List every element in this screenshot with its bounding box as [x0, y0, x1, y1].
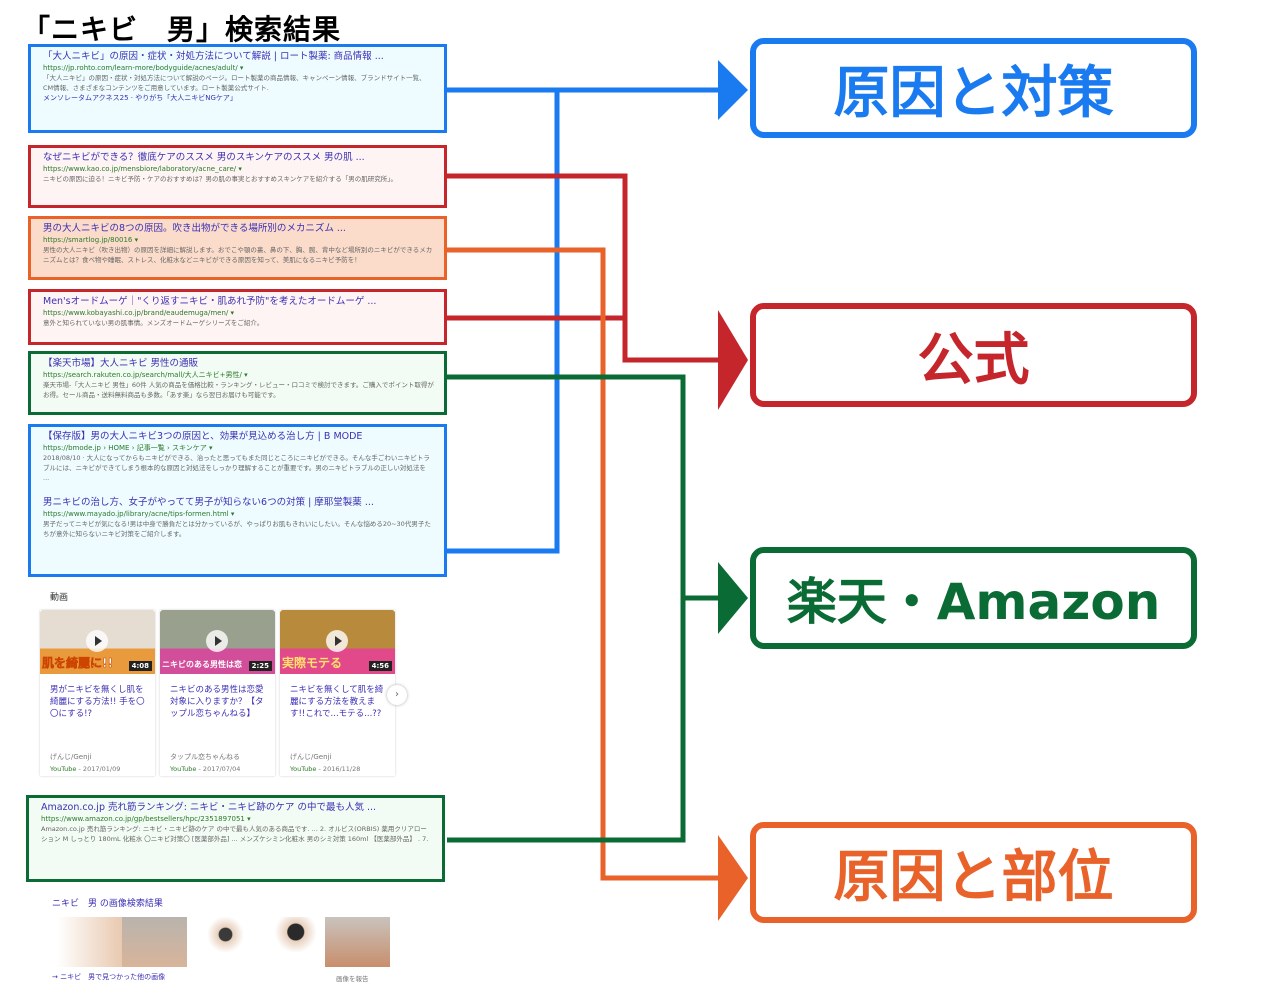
page-title: 「ニキビ 男」検索結果 [22, 13, 342, 46]
result-url: https://bmode.jp › HOME › 記事一覧 › スキンケア ▾ [43, 444, 213, 452]
search-result[interactable]: Men'sオードムーゲ｜"くり返すニキビ・肌あれ予防"を考えたオードムーゲ ..… [28, 289, 447, 345]
video-duration: 4:56 [368, 661, 392, 671]
image-thumbnail[interactable] [193, 917, 258, 967]
thumbnail-text: 実際モテる [282, 656, 343, 670]
arrow-right-icon: → [52, 973, 61, 981]
video-source: YouTube [50, 765, 77, 773]
result-desc: Amazon.co.jp 売れ筋ランキング: ニキビ・ニキビ跡のケア の中で最も… [41, 825, 429, 843]
result-url: https://www.mayado.jp/library/acne/tips-… [43, 510, 235, 518]
result-desc: 2018/08/10 · 大人になってからもニキビができる、治ったと思ってもまた… [43, 454, 430, 482]
video-duration: 2:25 [248, 661, 272, 671]
category-label-rakuten-amazon: 楽天・Amazon [750, 547, 1197, 649]
result-desc: 意外と知られていない男の肌事情。メンズオードムーゲシリーズをご紹介。 [43, 319, 264, 327]
result-title[interactable]: 【保存版】男の大人ニキビ3つの原因と、効果が見込める治し方 | B MODE [43, 431, 363, 442]
image-thumbnail[interactable] [260, 917, 325, 967]
connector-orange [447, 247, 720, 881]
result-url: https://www.kobayashi.co.jp/brand/eaudem… [43, 309, 234, 317]
image-thumbnail[interactable] [122, 917, 187, 967]
thumbnail-text: 肌を綺麗に!! [42, 656, 113, 671]
video-date: - 2017/07/04 [198, 765, 241, 773]
connector-red [447, 173, 720, 363]
video-date: - 2016/11/28 [318, 765, 361, 773]
result-desc: 楽天市場-「大人ニキビ 男性」60件 人気の商品を価格比較・ランキング・レビュー… [43, 381, 434, 399]
arrowhead-blue [718, 60, 748, 120]
category-label-official: 公式 [750, 303, 1197, 407]
result-title[interactable]: なぜニキビができる？徹底ケアのススメ 男のスキンケアのススメ 男の肌 ... [43, 152, 365, 163]
result-title[interactable]: Amazon.co.jp 売れ筋ランキング: ニキビ・ニキビ跡のケア の中で最も… [41, 802, 377, 813]
chevron-right-icon[interactable]: › [387, 685, 407, 705]
search-result[interactable]: なぜニキビができる？徹底ケアのススメ 男のスキンケアのススメ 男の肌 ... h… [28, 145, 447, 208]
video-source: YouTube [170, 765, 197, 773]
video-source: YouTube [290, 765, 317, 773]
result-title[interactable]: 「大人ニキビ」の原因・症状・対処方法について解説 | ロート製薬: 商品情報 .… [43, 51, 384, 62]
arrowhead-orange [718, 835, 748, 921]
video-card[interactable]: 実際モテる 4:56 ニキビを無くして肌を綺麗にする方法を教えます!!これで...… [280, 610, 395, 776]
more-images-label: ニキビ 男で見つかった他の画像 [60, 973, 166, 981]
image-thumbnail[interactable] [57, 917, 122, 967]
connector-blue-2 [447, 90, 560, 554]
video-channel: タップル恋ちゃんねる [170, 753, 240, 761]
category-label-cause-measures: 原因と対策 [750, 38, 1197, 138]
result-title[interactable]: 男の大人ニキビの8つの原因。吹き出物ができる場所別のメカニズム ... [43, 223, 346, 234]
result-sitelinks[interactable]: メンソレータムアクネス25 · やりがち「大人ニキビNGケア」 [43, 94, 237, 102]
result-url: https://search.rakuten.co.jp/search/mall… [43, 371, 248, 379]
result-title[interactable]: 【楽天市場】大人ニキビ 男性の通販 [43, 358, 199, 369]
play-icon [326, 630, 348, 652]
result-title[interactable]: 男ニキビの治し方、女子がやってて男子が知らない6つの対策 | 摩耶堂製薬 ... [43, 497, 374, 508]
video-channel: げんじ/Genji [50, 753, 92, 761]
video-channel: げんじ/Genji [290, 753, 332, 761]
image-thumbnail[interactable] [325, 917, 390, 967]
result-desc: ニキビの原因に迫る！ニキビ予防・ケアのおすすめは？男の肌の事実とおすすめスキンケ… [43, 175, 398, 183]
video-title[interactable]: ニキビを無くして肌を綺麗にする方法を教えます!!これで...モテる...?? [290, 685, 384, 719]
video-date: - 2017/01/09 [78, 765, 121, 773]
play-icon [206, 630, 228, 652]
thumbnail-text: ニキビのある男性は恋愛対象 [162, 660, 242, 669]
result-desc: 男子だってニキビが気になる!男は中身で勝負だとは分かっているが、やっぱりお肌もき… [43, 520, 431, 538]
search-result-group[interactable]: 【保存版】男の大人ニキビ3つの原因と、効果が見込める治し方 | B MODE h… [28, 424, 447, 577]
video-title[interactable]: ニキビのある男性は恋愛対象に入りますか？【タップル恋ちゃんねる】 [170, 685, 264, 719]
play-icon [86, 630, 108, 652]
video-thumbnail[interactable]: ニキビのある男性は恋愛対象 2:25 [160, 610, 275, 674]
arrowhead-green [718, 562, 748, 634]
video-thumbnail[interactable]: 肌を綺麗に!! 4:08 [40, 610, 155, 674]
arrowhead-red [718, 310, 748, 410]
result-desc: 「大人ニキビ」の原因・症状・対処方法について解説のページ。ロート製薬の商品情報、… [43, 74, 426, 92]
video-thumbnail[interactable]: 実際モテる 4:56 [280, 610, 395, 674]
video-duration: 4:08 [128, 661, 152, 671]
category-label-cause-area: 原因と部位 [750, 822, 1197, 923]
video-card[interactable]: ニキビのある男性は恋愛対象 2:25 ニキビのある男性は恋愛対象に入りますか？【タ… [160, 610, 275, 776]
report-images-link[interactable]: 画像を報告 [336, 975, 369, 983]
result-desc: 男性の大人ニキビ（吹き出物）の原因を詳細に解説します。おでこや顎の裏、鼻の下、胸… [43, 246, 433, 264]
more-images-link[interactable]: → ニキビ 男で見つかった他の画像 [52, 972, 165, 982]
search-result[interactable]: 【楽天市場】大人ニキビ 男性の通販 https://search.rakuten… [28, 351, 447, 415]
search-result[interactable]: 男の大人ニキビの8つの原因。吹き出物ができる場所別のメカニズム ... http… [28, 216, 447, 280]
connector-green [447, 374, 686, 843]
result-title[interactable]: Men'sオードムーゲ｜"くり返すニキビ・肌あれ予防"を考えたオードムーゲ ..… [43, 296, 377, 307]
result-url: https://www.kao.co.jp/mensbiore/laborato… [43, 165, 242, 173]
search-result[interactable]: 「大人ニキビ」の原因・症状・対処方法について解説 | ロート製薬: 商品情報 .… [28, 44, 447, 133]
video-card[interactable]: 肌を綺麗に!! 4:08 男がニキビを無くし肌を綺麗にする方法!! 手を〇〇にする… [40, 610, 155, 776]
search-result[interactable]: Amazon.co.jp 売れ筋ランキング: ニキビ・ニキビ跡のケア の中で最も… [26, 795, 445, 882]
videos-heading: 動画 [50, 593, 69, 603]
result-url: https://smartlog.jp/80016 ▾ [43, 236, 139, 244]
video-title[interactable]: 男がニキビを無くし肌を綺麗にする方法!! 手を〇〇にする!? [50, 685, 145, 719]
image-results-heading[interactable]: ニキビ 男 の画像検索結果 [52, 899, 163, 909]
result-url: https://www.amazon.co.jp/gp/bestsellers/… [41, 815, 251, 823]
result-url: https://jp.rohto.com/learn-more/bodyguid… [43, 64, 244, 72]
